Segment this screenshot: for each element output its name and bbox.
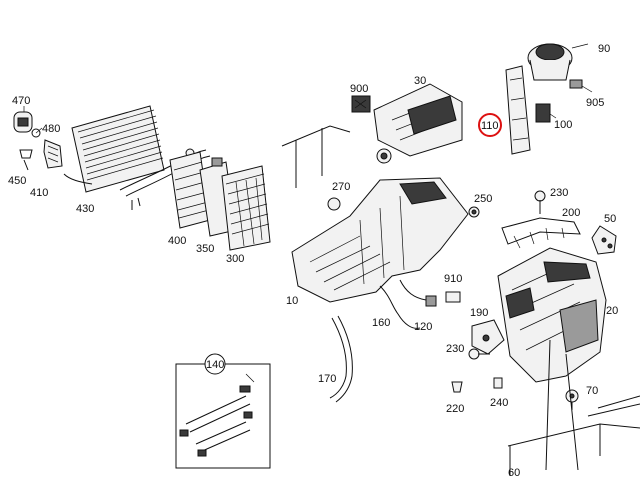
label-90[interactable]: 90 (598, 43, 610, 55)
label-170[interactable]: 170 (318, 373, 336, 385)
label-10[interactable]: 10 (286, 295, 298, 307)
part-470-valve[interactable] (13, 106, 33, 133)
label-100[interactable]: 100 (554, 119, 572, 131)
part-480-seal[interactable] (31, 127, 43, 138)
label-910[interactable]: 910 (444, 273, 462, 285)
part-230-screw-bottom[interactable] (468, 348, 490, 360)
part-190-actuator[interactable] (471, 319, 505, 355)
part-90-blower-motor[interactable] (527, 43, 589, 81)
label-450[interactable]: 450 (8, 175, 26, 187)
part-200-wiring-harness[interactable] (501, 217, 581, 249)
part-10-housing[interactable] (291, 177, 469, 303)
part-20-housing[interactable] (497, 247, 607, 383)
part-250-nut[interactable] (468, 206, 480, 218)
leader-lines-30 (281, 125, 351, 188)
label-120[interactable]: 120 (414, 321, 432, 333)
label-470[interactable]: 470 (12, 95, 30, 107)
label-300[interactable]: 300 (226, 253, 244, 265)
label-230-bottom[interactable]: 230 (446, 343, 464, 355)
part-430-evaporator[interactable] (63, 105, 165, 193)
part-220-clip[interactable] (451, 381, 463, 393)
label-900[interactable]: 900 (350, 83, 368, 95)
label-30[interactable]: 30 (414, 75, 426, 87)
label-905[interactable]: 905 (586, 97, 604, 109)
label-270[interactable]: 270 (332, 181, 350, 193)
label-20[interactable]: 20 (606, 305, 618, 317)
label-250[interactable]: 250 (474, 193, 492, 205)
part-410-bracket[interactable] (43, 139, 63, 169)
label-480[interactable]: 480 (42, 123, 60, 135)
part-100-resistor[interactable] (535, 103, 557, 123)
label-160[interactable]: 160 (372, 317, 390, 329)
label-230-top[interactable]: 230 (550, 187, 568, 199)
part-160-cable[interactable] (379, 285, 421, 329)
label-220[interactable]: 220 (446, 403, 464, 415)
detail-box-140[interactable] (175, 363, 271, 469)
label-60[interactable]: 60 (508, 467, 520, 479)
part-905-connector[interactable] (569, 79, 593, 93)
label-190[interactable]: 190 (470, 307, 488, 319)
callout-140[interactable] (204, 353, 226, 375)
part-120-sensor[interactable] (399, 279, 437, 307)
part-60-base-plate[interactable] (507, 423, 640, 476)
part-170-drain-hose[interactable] (329, 315, 353, 403)
part-110-highlight[interactable] (478, 113, 502, 137)
label-410[interactable]: 410 (30, 187, 48, 199)
part-70-screw[interactable] (565, 389, 579, 410)
label-350[interactable]: 350 (196, 243, 214, 255)
part-230-screw-top[interactable] (534, 190, 546, 214)
part-300-filter[interactable] (221, 165, 271, 251)
label-140[interactable]: 140 (206, 359, 224, 371)
part-50-servo[interactable] (591, 225, 617, 255)
label-70[interactable]: 70 (586, 385, 598, 397)
part-30-air-duct[interactable] (373, 83, 463, 164)
label-240[interactable]: 240 (490, 397, 508, 409)
part-900-actuator[interactable] (351, 95, 371, 113)
label-400[interactable]: 400 (168, 235, 186, 247)
label-110[interactable]: 110 (481, 120, 499, 132)
part-240-gasket[interactable] (493, 377, 503, 389)
part-110-seal[interactable] (505, 65, 531, 155)
part-270-grommet[interactable] (327, 197, 341, 211)
leader-lines-20 (545, 339, 640, 471)
label-200[interactable]: 200 (562, 207, 580, 219)
part-910-connector[interactable] (445, 291, 461, 303)
label-430[interactable]: 430 (76, 203, 94, 215)
label-50[interactable]: 50 (604, 213, 616, 225)
part-450-clip[interactable] (19, 149, 33, 171)
